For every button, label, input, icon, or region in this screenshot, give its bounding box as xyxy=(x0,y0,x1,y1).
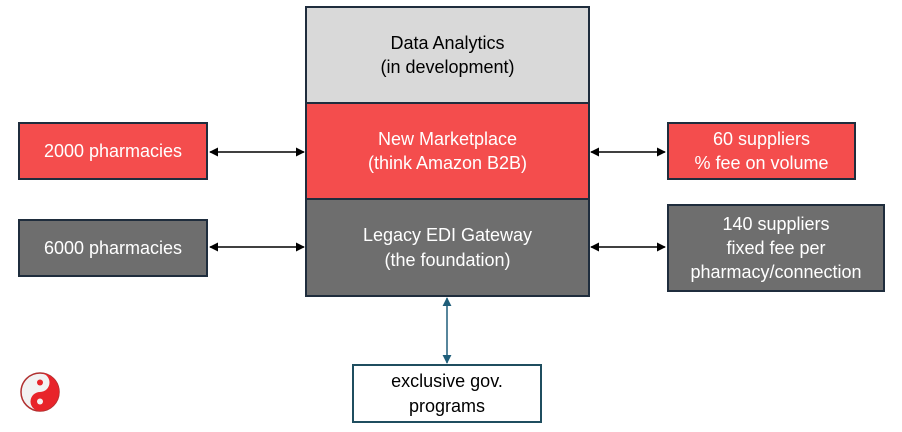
pharmacies-6000-box: 6000 pharmacies xyxy=(18,219,208,277)
suppliers-140-fee: fixed fee per xyxy=(726,237,826,258)
data-analytics-box: Data Analytics (in development) xyxy=(305,6,590,104)
legacy-edi-title: Legacy EDI Gateway xyxy=(362,225,533,246)
marketplace-subtitle: (think Amazon B2B) xyxy=(367,153,528,173)
suppliers-60-title: 60 suppliers xyxy=(712,128,811,149)
data-analytics-title: Data Analytics xyxy=(390,32,505,53)
gov-programs-line2: programs xyxy=(408,395,486,416)
pharmacies-2000-box: 2000 pharmacies xyxy=(18,122,208,180)
marketplace-box: New Marketplace (think Amazon B2B) xyxy=(305,102,590,200)
pharmacies-2000-label: 2000 pharmacies xyxy=(43,140,183,161)
suppliers-140-unit: pharmacy/connection xyxy=(690,262,862,283)
suppliers-140-box: 140 suppliers fixed fee per pharmacy/con… xyxy=(667,204,885,292)
gov-programs-box: exclusive gov. programs xyxy=(352,364,542,423)
yin-yang-icon xyxy=(20,372,60,412)
suppliers-60-box: 60 suppliers % fee on volume xyxy=(667,122,856,180)
gov-programs-line1: exclusive gov. xyxy=(391,371,503,392)
suppliers-60-fee: % fee on volume xyxy=(694,153,829,173)
suppliers-140-title: 140 suppliers xyxy=(722,213,830,234)
legacy-edi-subtitle: (the foundation) xyxy=(384,249,511,270)
pharmacies-6000-label: 6000 pharmacies xyxy=(43,237,183,258)
legacy-edi-box: Legacy EDI Gateway (the foundation) xyxy=(305,198,590,297)
data-analytics-subtitle: (in development) xyxy=(380,57,515,77)
marketplace-title: New Marketplace xyxy=(377,128,518,149)
